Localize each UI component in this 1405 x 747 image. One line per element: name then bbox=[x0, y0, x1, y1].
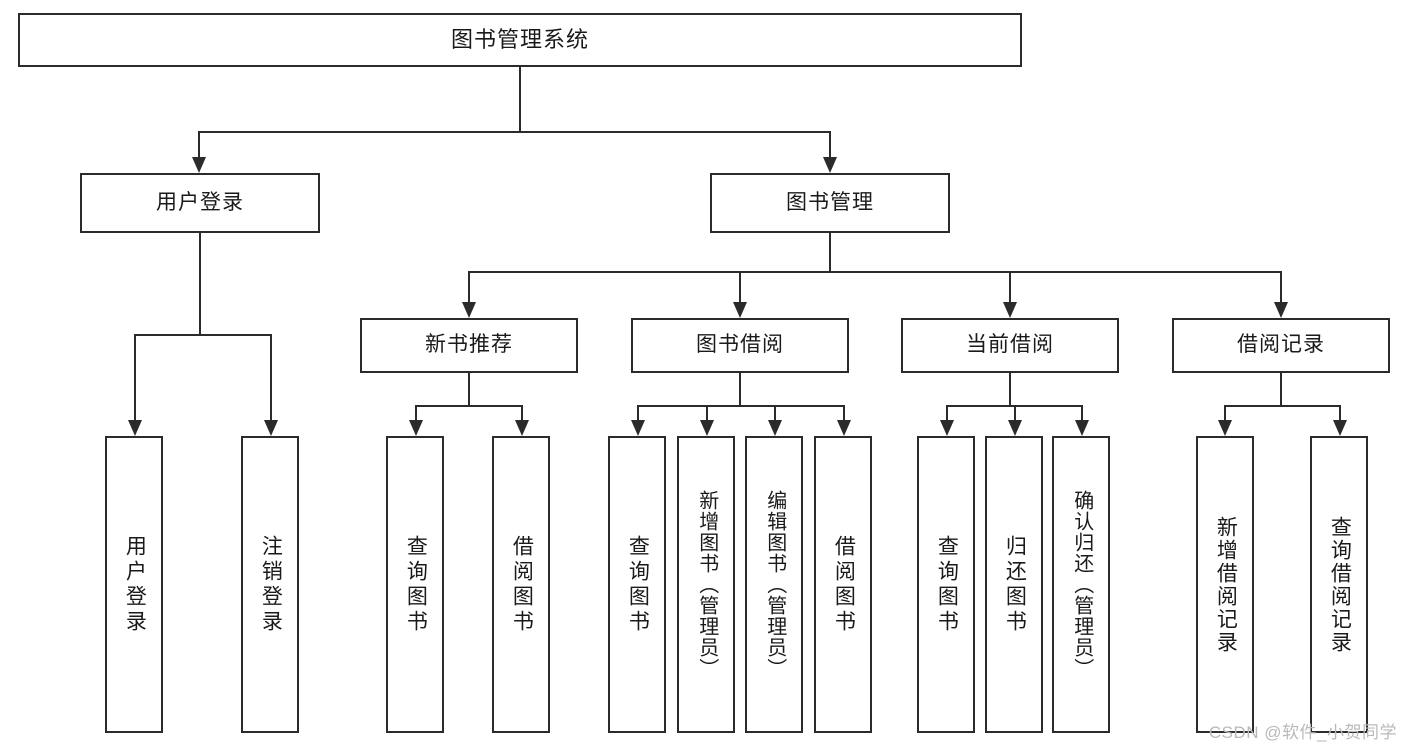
leaf-add-borrow-record[interactable]: 新增借阅记录 bbox=[1196, 436, 1254, 733]
connector-new-book-drop-2 bbox=[521, 405, 523, 420]
node-label: 编辑图书（管理员） bbox=[763, 490, 786, 679]
connector-book-borrow-bus bbox=[637, 405, 843, 407]
node-label: 借阅图书 bbox=[510, 534, 534, 635]
node-label: 新增借阅记录 bbox=[1214, 515, 1238, 654]
node-label: 图书借阅 bbox=[696, 333, 784, 357]
arrowhead-borrow-record-leaf-1 bbox=[1218, 420, 1232, 436]
node-book-management[interactable]: 图书管理 bbox=[710, 173, 950, 233]
leaf-query-borrow-record[interactable]: 查询借阅记录 bbox=[1310, 436, 1368, 733]
arrowhead-to-borrow-record bbox=[1274, 302, 1288, 318]
connector-current-borrow-drop-3 bbox=[1081, 405, 1083, 420]
node-label: 确认归还（管理员） bbox=[1070, 490, 1093, 679]
node-label: 借阅记录 bbox=[1237, 333, 1325, 357]
arrowhead-to-user-login bbox=[192, 157, 206, 173]
node-label: 新增图书（管理员） bbox=[695, 490, 718, 679]
connector-current-borrow-drop-2 bbox=[1014, 405, 1016, 420]
arrowhead-user-login-leaf-2 bbox=[264, 420, 278, 436]
connector-book-borrow-drop-4 bbox=[843, 405, 845, 420]
leaf-logout[interactable]: 注销登录 bbox=[241, 436, 299, 733]
arrowhead-to-book-manage bbox=[823, 157, 837, 173]
arrowhead-book-borrow-leaf-1 bbox=[631, 420, 645, 436]
connector-borrow-record-drop-2 bbox=[1339, 405, 1341, 420]
connector-user-login-stem bbox=[199, 233, 201, 335]
arrowhead-to-book-borrow bbox=[733, 302, 747, 318]
connector-new-book-drop-1 bbox=[415, 405, 417, 420]
node-book-borrow[interactable]: 图书借阅 bbox=[631, 318, 849, 373]
connector-borrow-record-bus bbox=[1224, 405, 1339, 407]
arrowhead-new-book-leaf-2 bbox=[515, 420, 529, 436]
node-label: 用户登录 bbox=[123, 534, 147, 635]
arrowhead-new-book-leaf-1 bbox=[409, 420, 423, 436]
arrowhead-book-borrow-leaf-3 bbox=[768, 420, 782, 436]
connector-to-borrow-record bbox=[1280, 271, 1282, 302]
leaf-confirm-return-admin[interactable]: 确认归还（管理员） bbox=[1052, 436, 1110, 733]
watermark-text: CSDN @软件_小贺同学 bbox=[1208, 723, 1397, 742]
connector-current-borrow-drop-1 bbox=[946, 405, 948, 420]
node-label: 查询图书 bbox=[404, 534, 428, 635]
arrowhead-borrow-record-leaf-2 bbox=[1333, 420, 1347, 436]
node-label: 归还图书 bbox=[1003, 534, 1027, 635]
connector-current-borrow-stem bbox=[1009, 373, 1011, 406]
arrowhead-to-current-borrow bbox=[1003, 302, 1017, 318]
connector-new-book-stem bbox=[468, 373, 470, 406]
leaf-borrow-book[interactable]: 借阅图书 bbox=[814, 436, 872, 733]
node-label: 图书管理系统 bbox=[450, 27, 589, 53]
node-root-system[interactable]: 图书管理系统 bbox=[18, 13, 1022, 67]
node-label: 注销登录 bbox=[259, 534, 283, 635]
leaf-query-book-current[interactable]: 查询图书 bbox=[917, 436, 975, 733]
connector-user-login-drop-2 bbox=[270, 334, 272, 420]
connector-book-borrow-drop-3 bbox=[774, 405, 776, 420]
leaf-edit-book-admin[interactable]: 编辑图书（管理员） bbox=[745, 436, 803, 733]
connector-book-manage-stem bbox=[829, 233, 831, 272]
leaf-user-login[interactable]: 用户登录 bbox=[105, 436, 163, 733]
arrowhead-to-new-book bbox=[462, 302, 476, 318]
connector-book-borrow-stem bbox=[739, 373, 741, 406]
node-label: 当前借阅 bbox=[966, 333, 1054, 357]
node-current-borrow[interactable]: 当前借阅 bbox=[901, 318, 1119, 373]
leaf-query-book-recommend[interactable]: 查询图书 bbox=[386, 436, 444, 733]
node-borrow-record[interactable]: 借阅记录 bbox=[1172, 318, 1390, 373]
connector-to-book-borrow bbox=[739, 271, 741, 302]
connector-to-new-book bbox=[468, 271, 470, 302]
connector-user-login-drop-1 bbox=[134, 334, 136, 420]
node-label: 用户登录 bbox=[156, 190, 244, 214]
leaf-return-book[interactable]: 归还图书 bbox=[985, 436, 1043, 733]
connector-borrow-record-stem bbox=[1280, 373, 1282, 406]
connector-current-borrow-bus bbox=[946, 405, 1081, 407]
connector-to-book-manage bbox=[829, 131, 831, 157]
connector-borrow-record-drop-1 bbox=[1224, 405, 1226, 420]
connector-user-login-bus bbox=[134, 334, 270, 336]
connector-to-current-borrow bbox=[1009, 271, 1011, 302]
arrowhead-current-borrow-leaf-3 bbox=[1075, 420, 1089, 436]
arrowhead-current-borrow-leaf-1 bbox=[940, 420, 954, 436]
connector-book-borrow-drop-1 bbox=[637, 405, 639, 420]
connector-level2-bus bbox=[198, 131, 830, 133]
leaf-borrow-book-recommend[interactable]: 借阅图书 bbox=[492, 436, 550, 733]
leaf-add-book-admin[interactable]: 新增图书（管理员） bbox=[677, 436, 735, 733]
arrowhead-book-borrow-leaf-4 bbox=[837, 420, 851, 436]
node-label: 借阅图书 bbox=[832, 534, 856, 635]
node-label: 查询图书 bbox=[935, 534, 959, 635]
arrowhead-book-borrow-leaf-2 bbox=[700, 420, 714, 436]
node-user-login[interactable]: 用户登录 bbox=[80, 173, 320, 233]
leaf-query-book-borrow[interactable]: 查询图书 bbox=[608, 436, 666, 733]
node-new-book-recommend[interactable]: 新书推荐 bbox=[360, 318, 578, 373]
node-label: 图书管理 bbox=[786, 190, 874, 214]
arrowhead-current-borrow-leaf-2 bbox=[1008, 420, 1022, 436]
arrowhead-user-login-leaf-1 bbox=[128, 420, 142, 436]
connector-level3-bus bbox=[468, 271, 1280, 273]
connector-root-stem bbox=[519, 67, 521, 132]
node-label: 查询借阅记录 bbox=[1328, 515, 1352, 654]
node-label: 查询图书 bbox=[626, 534, 650, 635]
connector-new-book-bus bbox=[415, 405, 521, 407]
connector-book-borrow-drop-2 bbox=[706, 405, 708, 420]
connector-to-user-login bbox=[198, 131, 200, 157]
node-label: 新书推荐 bbox=[425, 333, 513, 357]
